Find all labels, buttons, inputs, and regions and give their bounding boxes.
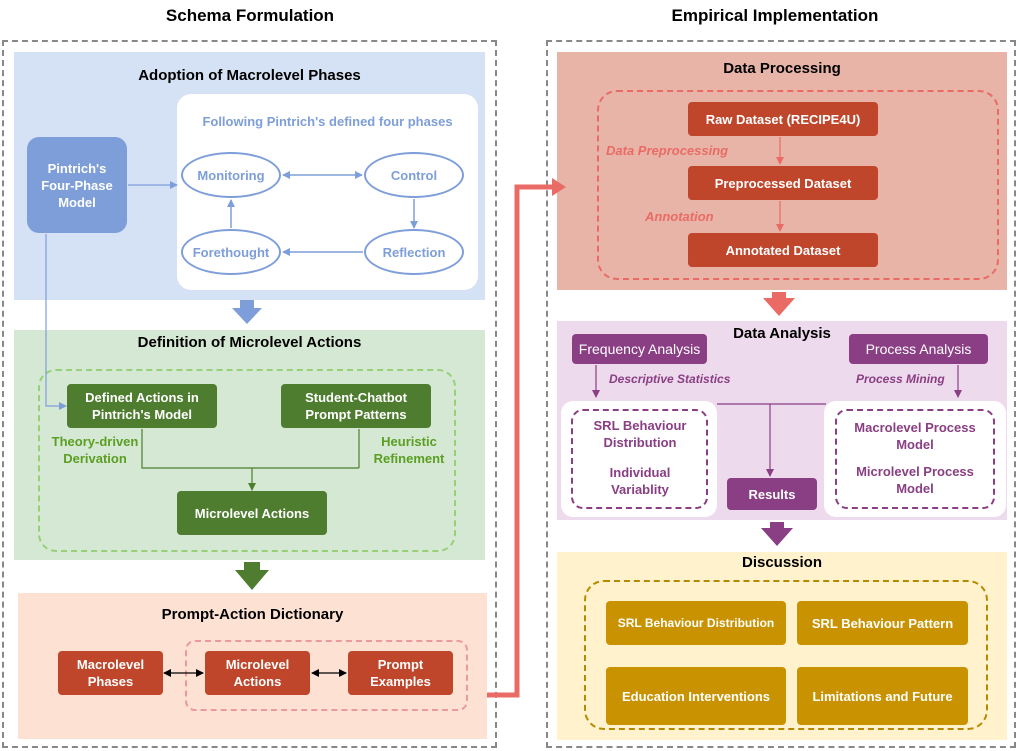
dictionary-microlevel-actions-box[interactable]: Microlevel Actions [205, 651, 310, 695]
defined-actions-box[interactable]: Defined Actions in Pintrich's Model [67, 384, 217, 428]
dictionary-title: Prompt-Action Dictionary [161, 606, 344, 623]
srl-card [561, 401, 717, 517]
data-preprocessing-label: Data Preprocessing [606, 143, 729, 158]
macrolevel-phases-box[interactable]: Macrolevel Phases [58, 651, 163, 695]
definition-to-dictionary-arrow [235, 562, 269, 590]
discussion-title: Discussion [741, 554, 823, 571]
discussion-item-limitations[interactable]: Limitations and Future [797, 667, 968, 725]
dictionary-to-processing-arrow [487, 184, 552, 698]
adoption-to-definition-arrow [232, 300, 262, 324]
results-box[interactable]: Results [727, 478, 817, 510]
processing-title: Data Processing [723, 60, 841, 77]
pintrich-model-box[interactable]: Pintrich's Four-Phase Model [27, 137, 127, 233]
annotated-dataset-box[interactable]: Annotated Dataset [688, 233, 878, 267]
prompt-patterns-box[interactable]: Student-Chatbot Prompt Patterns [281, 384, 431, 428]
heuristic-refinement-label: Heuristic Refinement [373, 434, 445, 466]
model-card [824, 401, 1006, 517]
discussion-item-srl-pattern[interactable]: SRL Behaviour Pattern [797, 601, 968, 645]
analysis-title: Data Analysis [733, 325, 831, 342]
dictionary-to-processing-arrowhead [552, 178, 566, 196]
srl-behaviour-distribution-text: SRL Behaviour Distribution [593, 418, 687, 450]
microlevel-actions-box[interactable]: Microlevel Actions [177, 491, 327, 535]
reflection-node[interactable]: Reflection [364, 229, 464, 275]
discussion-item-srl-distribution[interactable]: SRL Behaviour Distribution [606, 601, 786, 645]
model-to-defined-actions-arrow [45, 234, 67, 410]
empirical-implementation-header: Empirical Implementation [671, 6, 879, 25]
processing-dashed-group [597, 90, 999, 280]
analysis-to-discussion-arrow [761, 522, 793, 546]
defined-actions-connector [141, 429, 359, 469]
phases-subtitle: Following Pintrich's defined four phases [202, 114, 453, 129]
processing-to-analysis-arrow [763, 292, 795, 316]
forethought-node[interactable]: Forethought [181, 229, 281, 275]
process-analysis-box[interactable]: Process Analysis [849, 334, 988, 364]
macrolevel-process-model-text: Macrolevel Process Model [854, 420, 976, 452]
schema-frame [2, 40, 497, 748]
srl-dashed-group [571, 409, 708, 509]
discussion-item-education-interventions[interactable]: Education Interventions [606, 667, 786, 725]
raw-dataset-box[interactable]: Raw Dataset (RECIPE4U) [688, 102, 878, 136]
schema-formulation-header: Schema Formulation [165, 6, 335, 25]
monitoring-node[interactable]: Monitoring [181, 152, 281, 198]
preprocessed-dataset-box[interactable]: Preprocessed Dataset [688, 166, 878, 200]
adoption-title: Adoption of Macrolevel Phases [138, 67, 361, 84]
empirical-frame [546, 40, 1016, 748]
control-node[interactable]: Control [364, 152, 464, 198]
descriptive-statistics-label: Descriptive Statistics [609, 372, 731, 386]
model-dashed-group [835, 409, 995, 509]
microlevel-process-model-text: Microlevel Process Model [856, 464, 974, 496]
definition-dashed-group [38, 369, 456, 552]
theory-driven-label: Theory-driven Derivation [51, 434, 139, 466]
frequency-analysis-box[interactable]: Frequency Analysis [572, 334, 707, 364]
annotation-label: Annotation [645, 209, 714, 224]
discussion-dashed-group [584, 580, 988, 730]
definition-title: Definition of Microlevel Actions [137, 334, 362, 351]
process-mining-label: Process Mining [856, 372, 945, 386]
individual-variability-text: Individual Variablity [609, 465, 671, 497]
prompt-examples-box[interactable]: Prompt Examples [348, 651, 453, 695]
